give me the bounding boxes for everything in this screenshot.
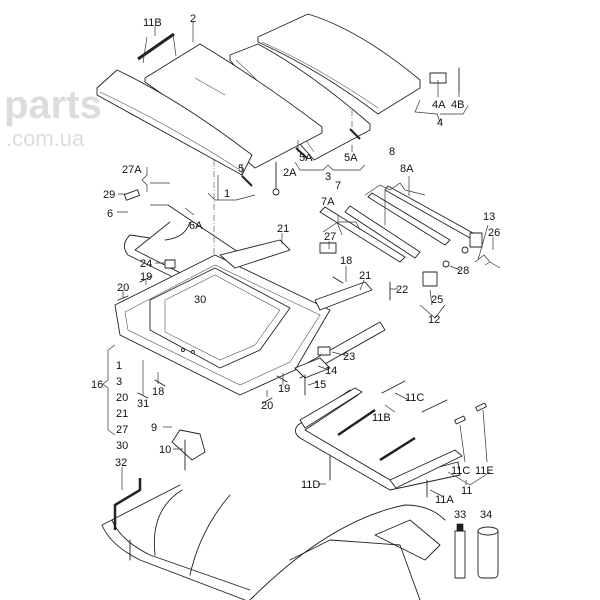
callout-11C-top: 11C: [405, 392, 424, 404]
roller-blind-7-8: [319, 185, 483, 287]
callout-28: 28: [457, 265, 469, 277]
callout-5A-right: 5A: [344, 152, 358, 164]
callout-16: 16: [91, 379, 103, 391]
seal-11B: [137, 32, 175, 61]
callout-11C-bottom: 11C: [451, 465, 470, 477]
crank-32: [113, 478, 142, 530]
group-16-item: 27: [116, 424, 128, 436]
callout-11: 11: [461, 485, 472, 497]
callout-11A: 11A: [435, 494, 454, 506]
drive-frame-11: [295, 380, 487, 498]
callout-11E: 11E: [475, 465, 494, 477]
callout-4: 4: [437, 117, 443, 129]
callout-22: 22: [396, 284, 408, 296]
callout-11B: 11B: [143, 17, 162, 29]
callout-7A: 7A: [321, 196, 335, 208]
spray-can-34: [477, 526, 499, 579]
glass-panel-1: [96, 69, 253, 176]
callout-5A-left: 5A: [299, 152, 313, 164]
leader-lines: [102, 22, 501, 497]
sunroof-frame-16: [114, 239, 386, 396]
callout-19-top: 19: [140, 271, 152, 283]
car-body-outline: [101, 484, 446, 600]
callout-13: 13: [483, 211, 495, 223]
callout-29: 29: [103, 189, 115, 201]
callout-18-top: 18: [340, 255, 352, 267]
callout-20-top: 20: [117, 282, 129, 294]
callout-15: 15: [314, 379, 326, 391]
callout-11D: 11D: [301, 479, 320, 491]
callout-labels: 11B 2 4A 4B 4 5A 5A 3 2A 5 1 27A 29 6 6A…: [91, 13, 500, 521]
callout-4B: 4B: [451, 99, 464, 111]
group-16-list: 1 3 20 21 27 30: [116, 360, 128, 452]
callout-21-top: 21: [277, 223, 289, 235]
group-16-item: 3: [116, 376, 122, 388]
callout-6: 6: [107, 208, 113, 220]
callout-34: 34: [480, 509, 492, 521]
callout-26: 26: [488, 227, 500, 239]
callout-9: 9: [151, 422, 157, 434]
motor-9: [171, 429, 206, 471]
callout-2A: 2A: [283, 167, 297, 179]
callout-23: 23: [343, 351, 355, 363]
callout-7: 7: [335, 180, 341, 192]
watermark-brand: parts: [4, 83, 102, 127]
callout-14: 14: [325, 365, 337, 377]
callout-6A: 6A: [189, 220, 203, 232]
callout-12: 12: [428, 314, 440, 326]
callout-33: 33: [454, 509, 466, 521]
callout-18-bottom: 18: [152, 386, 164, 398]
callout-24: 24: [140, 258, 152, 270]
callout-8A: 8A: [400, 163, 414, 175]
callout-32: 32: [115, 457, 127, 469]
callout-30: 30: [194, 294, 206, 306]
watermark-domain: .com.ua: [6, 126, 85, 151]
glass-panel-4: [257, 13, 421, 115]
callout-25: 25: [431, 294, 443, 306]
callout-1: 1: [224, 188, 230, 200]
callout-31: 31: [137, 398, 149, 410]
callout-3: 3: [325, 171, 331, 183]
callout-4A: 4A: [432, 99, 446, 111]
callout-19-bottom: 19: [278, 383, 290, 395]
group-16-item: 30: [116, 440, 128, 452]
watermark: parts .com.ua: [4, 83, 102, 151]
callout-21-mid: 21: [359, 270, 371, 282]
small-parts: [117, 259, 391, 404]
callout-10: 10: [159, 444, 171, 456]
group-16-item: 20: [116, 392, 128, 404]
callout-11B-bottom: 11B: [372, 412, 391, 424]
callout-20-bottom: 20: [261, 400, 273, 412]
callout-27A: 27A: [122, 164, 142, 176]
callout-2: 2: [190, 13, 196, 25]
group-16-item: 21: [116, 408, 128, 420]
callout-27: 27: [324, 231, 336, 243]
bolt-2A: [272, 161, 280, 196]
group-16-item: 1: [116, 360, 122, 372]
callout-8: 8: [389, 146, 395, 158]
callout-5: 5: [238, 163, 244, 175]
sealant-tube-33: [454, 523, 466, 579]
